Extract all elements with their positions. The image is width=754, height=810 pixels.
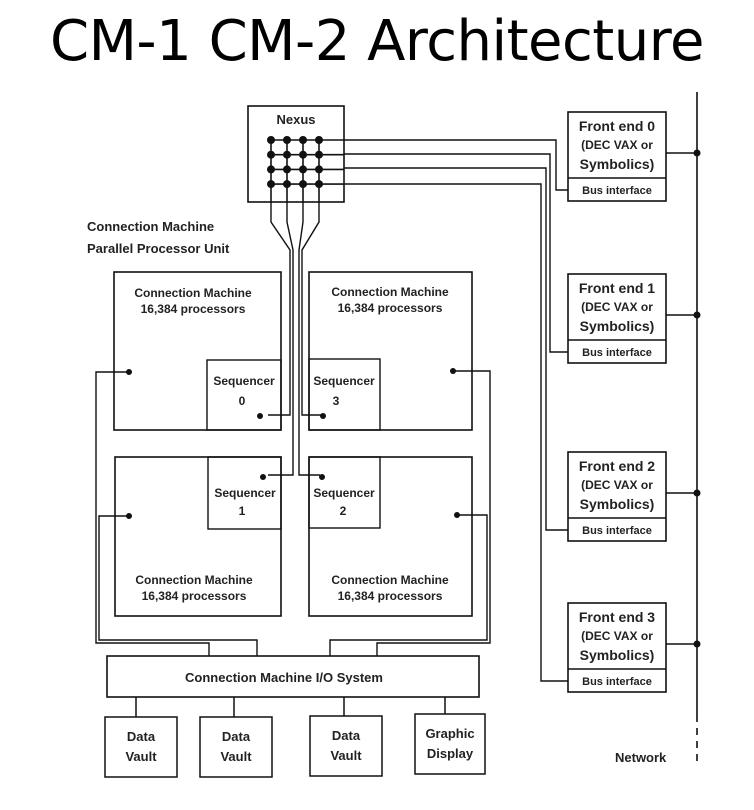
network-junction [693,149,701,157]
front-end-subtitle2: Symbolics) [580,496,655,512]
quadrant-1-count: 16,384 processors [142,589,247,603]
sequencer-1-number: 1 [239,504,246,518]
front-end-subtitle2: Symbolics) [580,156,655,172]
nexus-sequencer-bundle [268,202,322,476]
network-junction [693,489,701,497]
front-ends: Front end 0 (DEC VAX or Symbolics) Bus inte… [567,111,701,693]
quadrant-3: Connection Machine 16,384 processors Seq… [308,271,473,431]
crossbar-node [283,180,291,189]
front-end-subtitle: (DEC VAX or [581,629,653,643]
peripheral-0-line2: Vault [125,749,157,764]
io-system: Connection Machine I/O System [106,655,480,698]
crossbar-node [315,180,323,189]
sequencer-0-label: Sequencer [213,374,275,388]
peripheral-2-line2: Vault [330,748,362,763]
network-label: Network [615,750,667,765]
front-end-1: Front end 1 (DEC VAX or Symbolics) Bus inte… [567,273,701,364]
peripheral-3-line1: Graphic [425,726,474,741]
crossbar-node [315,136,323,144]
nexus-frontend-links [344,139,568,682]
nexus-crossbar [267,136,344,202]
peripherals: Data Vault Data Vault Data Vault Graphic… [104,697,486,778]
sequencer-2-label: Sequencer [313,486,375,500]
peripheral-1-line1: Data [222,729,251,744]
front-end-0: Front end 0 (DEC VAX or Symbolics) Bus inte… [567,111,701,202]
front-end-subtitle2: Symbolics) [580,647,655,663]
quadrant-3-count: 16,384 processors [338,301,443,315]
crossbar-node [299,136,307,144]
ppu-label-line2: Parallel Processor Unit [87,241,230,256]
front-end-title: Front end 3 [579,609,655,625]
front-end-subtitle: (DEC VAX or [581,478,653,492]
sequencer-0-number: 0 [239,394,246,408]
bus-interface-label: Bus interface [582,185,652,197]
sequencer-3-label: Sequencer [313,374,375,388]
crossbar-node [283,165,291,174]
front-end-2: Front end 2 (DEC VAX or Symbolics) Bus inte… [567,451,701,542]
crossbar-node [267,180,275,189]
network-junction [693,311,701,319]
quadrant-io-links [95,370,491,656]
quadrant-1-title: Connection Machine [135,573,253,587]
sequencer-2-number: 2 [340,504,347,518]
crossbar-node [315,165,323,174]
nexus: Nexus [247,105,345,203]
crossbar-node [267,150,275,159]
peripheral-2-line1: Data [332,728,361,743]
front-end-title: Front end 1 [579,280,655,296]
front-end-subtitle2: Symbolics) [580,318,655,334]
quadrant-2: Connection Machine 16,384 processors Seq… [308,456,473,617]
peripheral-1-line2: Vault [220,749,252,764]
bus-interface-label: Bus interface [582,525,652,537]
front-end-title: Front end 0 [579,118,655,134]
bus-interface-label: Bus interface [582,676,652,688]
front-end-subtitle: (DEC VAX or [581,300,653,314]
sequencer-3-number: 3 [333,394,340,408]
quadrant-1: Connection Machine 16,384 processors Seq… [114,456,282,617]
quadrant-0-count: 16,384 processors [141,302,246,316]
quadrant-0-title: Connection Machine [134,286,252,300]
peripheral-3-line2: Display [427,746,474,761]
peripheral-0-line1: Data [127,729,156,744]
quadrant-2-count: 16,384 processors [338,589,443,603]
network-junction [693,640,701,648]
crossbar-node [299,165,307,174]
crossbar-node [299,180,307,189]
crossbar-node [283,136,291,144]
ppu-label-line1: Connection Machine [87,219,214,234]
nexus-label: Nexus [276,112,315,127]
quadrant-0: Connection Machine 16,384 processors Seq… [113,271,282,431]
crossbar-node [283,150,291,159]
slide-title: CM-1 CM-2 Architecture [50,9,704,74]
io-system-label: Connection Machine I/O System [185,670,383,685]
crossbar-node [315,150,323,159]
crossbar-node [299,150,307,159]
front-end-subtitle: (DEC VAX or [581,138,653,152]
quadrant-3-title: Connection Machine [331,285,449,299]
crossbar-node [267,136,275,144]
sequencer-1-label: Sequencer [214,486,276,500]
crossbar-node [267,165,275,174]
quadrant-2-title: Connection Machine [331,573,449,587]
front-end-title: Front end 2 [579,458,655,474]
front-end-3: Front end 3 (DEC VAX or Symbolics) Bus inte… [567,602,701,693]
bus-interface-label: Bus interface [582,347,652,359]
